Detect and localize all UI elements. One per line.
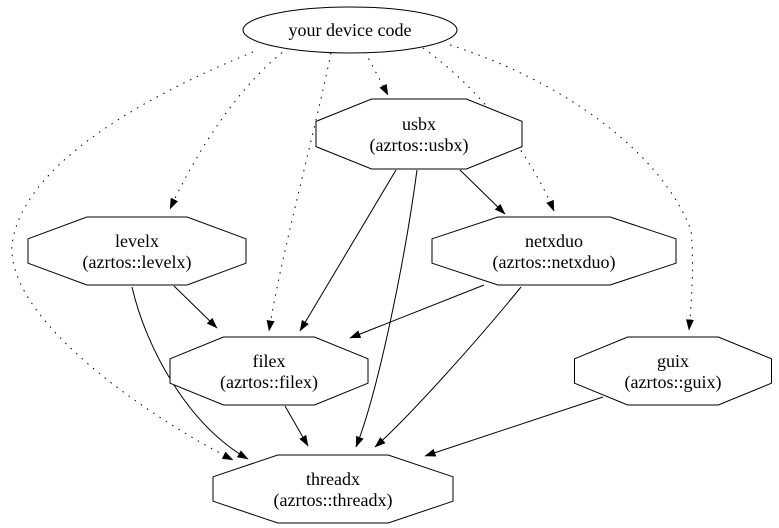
levelx-octagon-shape	[27, 216, 247, 286]
edge-device-filex	[266, 52, 332, 332]
guix-label: guix	[657, 351, 689, 371]
node-guix: guix(azrtos::guix)	[574, 336, 772, 406]
edge-netxduo-filex	[349, 284, 485, 339]
device-ellipse-shape	[242, 6, 458, 54]
usbx-label: usbx	[402, 114, 436, 134]
threadx-sublabel: (azrtos::threadx)	[274, 490, 393, 511]
device-label: your device code	[289, 20, 412, 40]
netxduo-sublabel: (azrtos::netxduo)	[493, 252, 616, 273]
usbx-sublabel: (azrtos::usbx)	[370, 135, 469, 156]
edge-device-netxduo	[422, 47, 555, 212]
guix-octagon-shape	[574, 336, 772, 406]
nodes-layer: your device codeusbx(azrtos::usbx)levelx…	[27, 6, 772, 524]
filex-label: filex	[253, 351, 286, 371]
node-device: your device code	[242, 6, 458, 54]
usbx-octagon-shape	[315, 98, 523, 170]
edge-netxduo-threadx	[374, 286, 522, 448]
netxduo-label: netxduo	[525, 231, 583, 251]
edge-filex-threadx	[284, 405, 309, 447]
guix-sublabel: (azrtos::guix)	[625, 372, 722, 393]
edge-usbx-filex	[299, 169, 397, 332]
threadx-octagon-shape	[212, 454, 454, 524]
edge-guix-threadx	[424, 396, 604, 457]
netxduo-octagon-shape	[431, 216, 677, 286]
node-usbx: usbx(azrtos::usbx)	[315, 98, 523, 170]
filex-sublabel: (azrtos::filex)	[220, 372, 318, 393]
node-threadx: threadx(azrtos::threadx)	[212, 454, 454, 524]
edge-device-guix	[449, 44, 694, 331]
edge-device-usbx	[364, 51, 389, 96]
node-filex: filex(azrtos::filex)	[169, 336, 369, 406]
levelx-sublabel: (azrtos::levelx)	[83, 252, 192, 273]
node-netxduo: netxduo(azrtos::netxduo)	[431, 216, 677, 286]
node-levelx: levelx(azrtos::levelx)	[27, 216, 247, 286]
edge-device-threadx	[11, 51, 254, 461]
threadx-label: threadx	[306, 469, 360, 489]
edge-device-levelx	[169, 47, 289, 210]
edge-usbx-threadx	[355, 169, 418, 448]
edge-usbx-netxduo	[459, 169, 506, 215]
levelx-label: levelx	[115, 231, 159, 251]
edge-levelx-filex	[173, 285, 218, 329]
filex-octagon-shape	[169, 336, 369, 406]
